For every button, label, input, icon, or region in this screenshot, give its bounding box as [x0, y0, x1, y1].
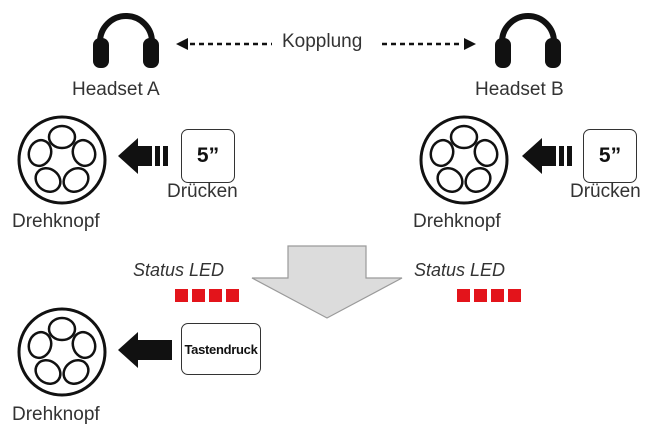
knob-label: Drehknopf — [413, 211, 501, 232]
headset-a-label: Headset A — [72, 79, 160, 100]
headset-icon — [93, 13, 159, 68]
hold-key-button: 5” — [181, 129, 235, 183]
jog-dial-icon — [419, 115, 509, 205]
headset-b-label: Headset B — [475, 79, 564, 100]
press-label: Drücken — [167, 181, 238, 202]
pairing-arrow-icon — [176, 38, 476, 50]
jog-dial-icon — [17, 307, 107, 397]
status-led-label: Status LED — [414, 260, 506, 280]
led-blink-square — [474, 289, 487, 302]
knob-label: Drehknopf — [12, 404, 100, 425]
press-arrow-icon — [522, 138, 572, 174]
press-arrow-icon — [118, 138, 168, 174]
led-blink-square — [209, 289, 222, 302]
down-arrow-icon — [251, 245, 403, 319]
led-blink-square — [457, 289, 470, 302]
status-led-indicator — [175, 289, 239, 302]
headset-icon — [495, 13, 561, 68]
led-blink-square — [508, 289, 521, 302]
led-blink-square — [491, 289, 504, 302]
knob-label: Drehknopf — [12, 211, 100, 232]
press-arrow-icon — [118, 332, 172, 368]
pairing-label: Kopplung — [282, 31, 363, 52]
tap-key-button: Tastendruck — [181, 323, 261, 375]
status-led-indicator — [457, 289, 521, 302]
press-label: Drücken — [570, 181, 641, 202]
led-blink-square — [175, 289, 188, 302]
status-led-label: Status LED — [133, 260, 225, 280]
led-blink-square — [226, 289, 239, 302]
led-blink-square — [192, 289, 205, 302]
jog-dial-icon — [17, 115, 107, 205]
hold-key-button: 5” — [583, 129, 637, 183]
